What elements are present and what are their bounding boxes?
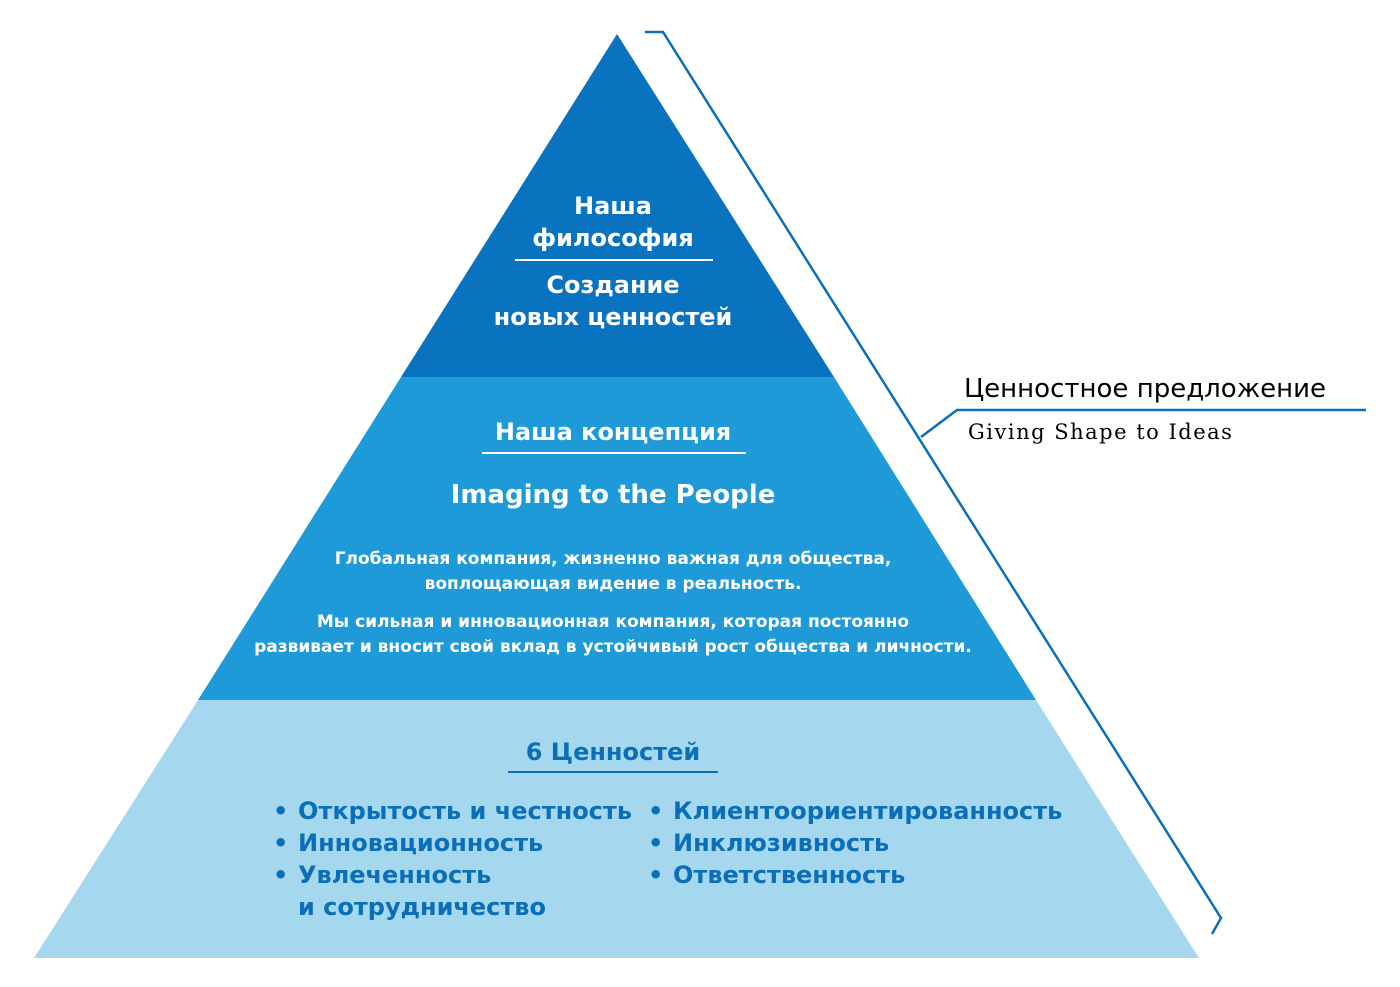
values-list-right: • Клиентоориентированность • Инклюзивность… [648,795,1068,891]
concept-divider [482,452,746,454]
values-title: 6 Ценностей [525,738,701,766]
philosophy-subtitle: Создание новых ценностей [493,271,733,331]
concept-slogan: Imaging to the People [450,480,776,510]
value-label: Инклюзивность [673,829,890,857]
bullet-icon: • [273,797,289,825]
pyramid-top-tier [401,34,834,377]
list-item: • Клиентоориентированность [648,795,1068,827]
values-list-left: • Открытость и честность • Инновационность… [273,795,633,923]
list-item: • Ответственность [648,859,1068,891]
value-label: Открытость и честность [298,797,632,825]
list-item: • Инклюзивность [648,827,1068,859]
bullet-icon: • [648,861,664,889]
philosophy-title: Наша философия [532,192,694,252]
concept-paragraph-2: Мы сильная и инновационная компания, кот… [254,612,972,657]
value-label: Инновационность [298,829,544,857]
list-item: • Инновационность [273,827,633,859]
side-bracket-line [645,30,1223,935]
list-item: • Открытость и честность [273,795,633,827]
list-item: • Увлеченность и сотрудничество [273,859,633,923]
values-divider [508,771,718,773]
value-label: Ответственность [673,861,906,889]
concept-title: Наша концепция [494,418,732,446]
pyramid-bottom-tier [34,700,1199,958]
bullet-icon: • [648,797,664,825]
bullet-icon: • [648,829,664,857]
concept-paragraph-1: Глобальная компания, жизненно важная для… [334,549,892,594]
pyramid-middle-tier [198,377,1036,700]
side-label-subtitle: Giving Shape to Ideas [968,420,1234,444]
philosophy-divider [515,259,713,261]
bullet-icon: • [273,861,289,889]
value-label: Клиентоориентированность [673,797,1063,825]
bullet-icon: • [273,829,289,857]
side-label-connector [920,408,1366,438]
value-label: Увлеченность и сотрудничество [298,861,546,921]
side-label-title: Ценностное предложение [964,374,1327,404]
